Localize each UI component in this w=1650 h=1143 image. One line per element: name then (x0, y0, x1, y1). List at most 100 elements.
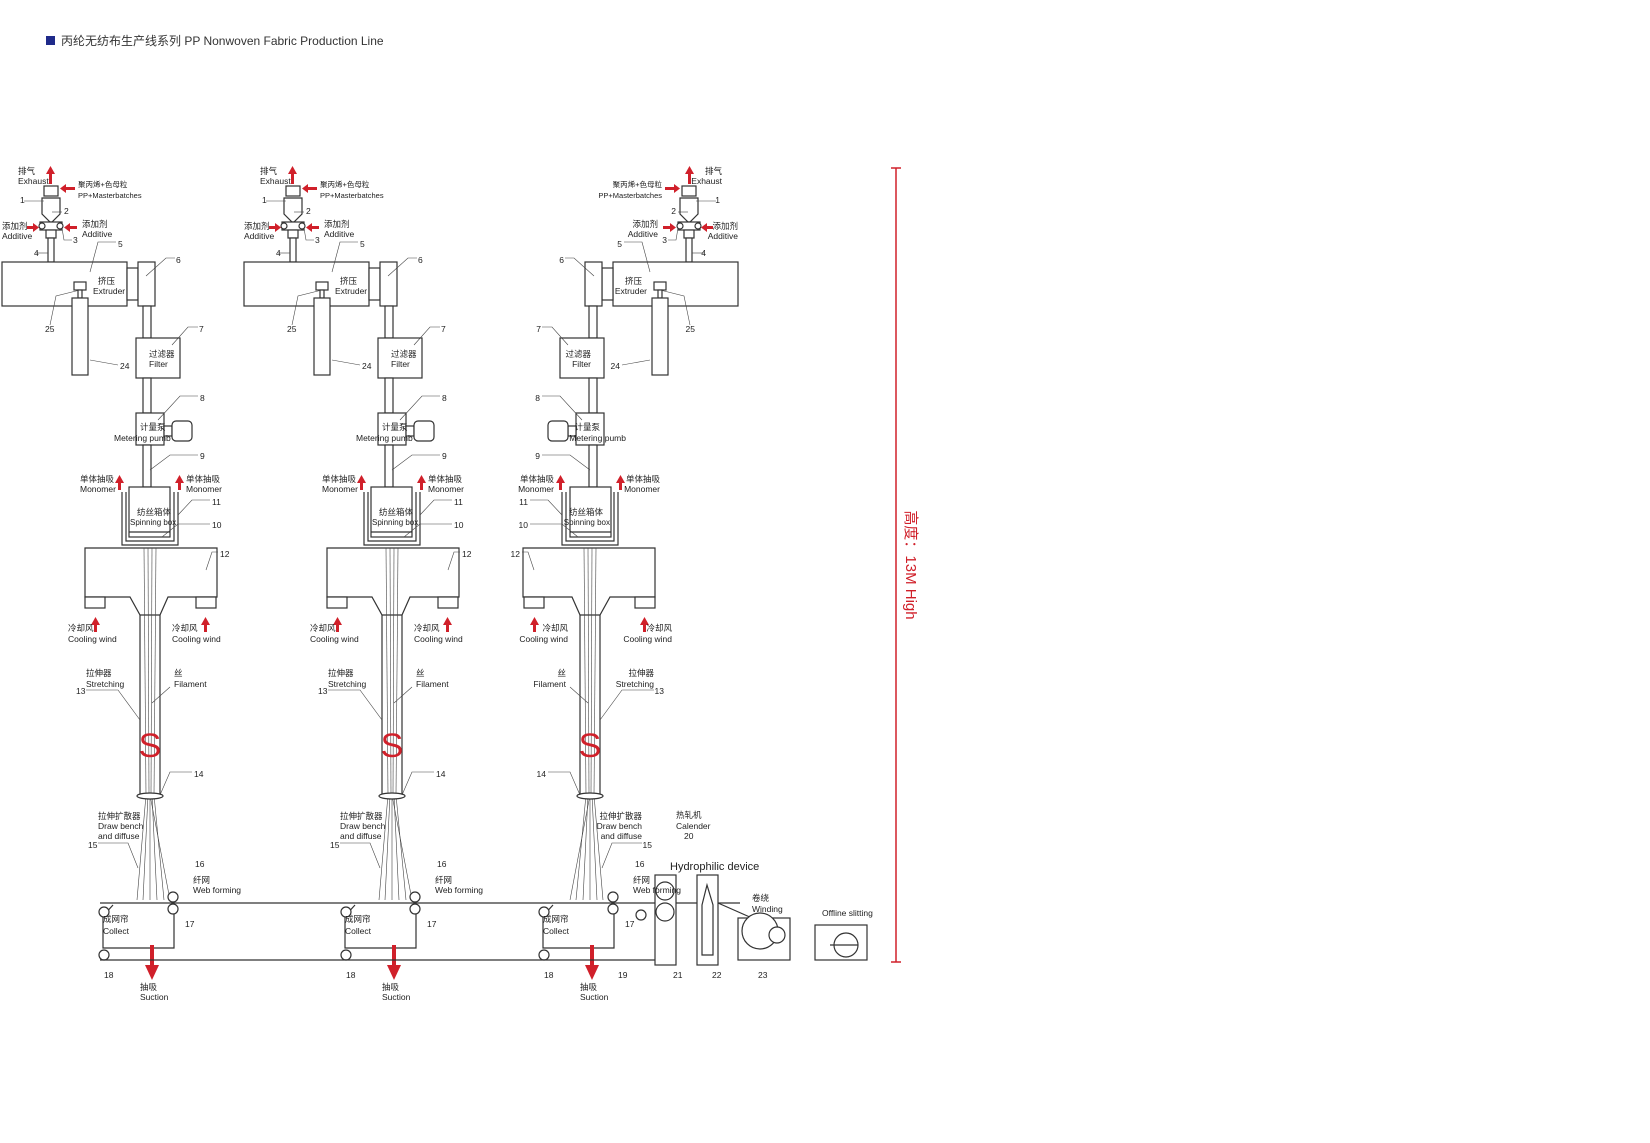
unit-1-number-14: 14 (194, 769, 204, 779)
suction-arrow-icon (150, 945, 154, 967)
unit-3-number-4: 4 (701, 248, 706, 258)
unit-1-number-25: 25 (45, 324, 55, 334)
spinning-unit-1-equipment (1, 166, 218, 901)
unit-3-suction-label-cn: 抽吸 (580, 982, 598, 992)
unit-1-stretching-label: Stretching (86, 679, 125, 689)
roller-17 (409, 903, 421, 915)
number-21: 21 (673, 970, 683, 980)
unit-2-monomer-label: Monomer (322, 484, 358, 494)
roller-16 (409, 891, 421, 903)
unit-2-cooling-label: Cooling wind (310, 634, 359, 644)
unit-1-number-1: 1 (20, 195, 25, 205)
belt-roller (340, 906, 352, 918)
unit-2-additive-label: Additive (324, 229, 355, 239)
unit-2-number-10: 10 (454, 520, 464, 530)
unit-2-filament-label-cn: 丝 (416, 668, 425, 678)
unit-1-additive-label: Additive (2, 231, 33, 241)
unit-2-number-24: 24 (362, 361, 372, 371)
unit-3-material-label-cn: 聚丙烯+色母粒 (613, 179, 663, 189)
number-20: 20 (684, 831, 694, 841)
unit-1-pump-label-cn: 计量泵 (140, 422, 166, 432)
unit-3-collect-label: Collect (543, 926, 570, 936)
header-marker-icon (46, 36, 55, 45)
unit-3-material-label: PP+Masterbatches (598, 191, 662, 200)
unit-1-cooling-label: Cooling wind (68, 634, 117, 644)
unit-3-number-18: 18 (544, 970, 554, 980)
unit-3-collect-label-cn: 成网帘 (543, 914, 569, 924)
calender-roll (655, 881, 675, 901)
unit-3-additive-label: Additive (628, 229, 659, 239)
unit-2-number-18: 18 (346, 970, 356, 980)
unit-1-filter-label: Filter (149, 359, 168, 369)
unit-1-suction-label: Suction (140, 992, 169, 1002)
calender-roll (655, 902, 675, 922)
unit-3-number-7: 7 (536, 324, 541, 334)
unit-2-web-forming-label-cn: 纤网 (435, 875, 452, 885)
unit-3-stretching-label-cn: 拉伸器 (628, 668, 654, 678)
unit-1-monomer-label: Monomer (186, 484, 222, 494)
unit-3-number-11: 11 (519, 497, 528, 507)
suction-arrow-icon (392, 945, 396, 967)
belt-roller (538, 906, 550, 918)
unit-1-filament-label: Filament (174, 679, 207, 689)
unit-3-number-16: 16 (635, 859, 645, 869)
unit-3-number-8: 8 (535, 393, 540, 403)
unit-1-number-8: 8 (200, 393, 205, 403)
unit-1-cooling-label: Cooling wind (172, 634, 221, 644)
winding-label: Winding (752, 904, 783, 914)
unit-3-number-3: 3 (662, 235, 667, 245)
unit-1-number-3: 3 (73, 235, 78, 245)
unit-1-number-9: 9 (200, 451, 205, 461)
unit-3-number-15: 15 (643, 840, 653, 850)
unit-3-number-24: 24 (611, 361, 621, 371)
unit-3-web-forming-label-cn: 纤网 (633, 875, 650, 885)
unit-1-additive-label: Additive (82, 229, 113, 239)
suction-arrow-icon (585, 965, 599, 980)
unit-2-pump-label-cn: 计量泵 (382, 422, 408, 432)
unit-2-number-11: 11 (454, 497, 463, 507)
unit-3-number-12: 12 (511, 549, 521, 559)
unit-2-number-4: 4 (276, 248, 281, 258)
unit-2-spinning-box-label: Spinning box (372, 518, 418, 527)
unit-1-monomer-label-cn: 单体抽吸 (186, 474, 221, 484)
unit-1-monomer-label: Monomer (80, 484, 116, 494)
unit-1-number-24: 24 (120, 361, 130, 371)
unit-1-number-16: 16 (195, 859, 205, 869)
unit-2-material-label: PP+Masterbatches (320, 191, 384, 200)
number-19: 19 (618, 970, 628, 980)
unit-2-number-25: 25 (287, 324, 297, 334)
unit-2-cooling-label: Cooling wind (414, 634, 463, 644)
unit-1-number-11: 11 (212, 497, 221, 507)
page-header: 丙纶无纺布生产线系列 PP Nonwoven Fabric Production… (46, 32, 384, 49)
unit-3-cooling-label-cn: 冷却风 (542, 623, 568, 633)
unit-3-cooling-label-cn: 冷却风 (646, 623, 672, 633)
unit-3-additive-label: Additive (708, 231, 739, 241)
winding-roll-small (768, 926, 786, 944)
hydrophilic-belt (701, 882, 714, 956)
unit-2-exhaust-label-cn: 排气 (260, 166, 278, 176)
unit-1-draw-bench-label: Draw bench (98, 821, 144, 831)
unit-2-draw-bench-label-cn: 拉伸扩散器 (340, 811, 383, 821)
unit-2-number-16: 16 (437, 859, 447, 869)
belt-roller (538, 949, 550, 961)
belt-roller (98, 906, 110, 918)
roller-17 (167, 903, 179, 915)
unit-3-exhaust-label: Exhaust (691, 176, 722, 186)
offline-slitting-label: Offline slitting (822, 908, 873, 918)
unit-1-spinning-box-label: Spinning box (130, 518, 176, 527)
header-title: 丙纶无纺布生产线系列 PP Nonwoven Fabric Production… (61, 34, 384, 48)
unit-3-extruder-label-cn: 挤压 (625, 276, 643, 286)
unit-3-number-9: 9 (535, 451, 540, 461)
unit-1-s-mark: S (139, 727, 162, 765)
web-line (717, 902, 753, 919)
unit-3-number-13: 13 (655, 686, 665, 696)
spinning-unit-3-equipment (522, 166, 739, 901)
unit-2-number-6: 6 (418, 255, 423, 265)
unit-1-number-13: 13 (76, 686, 86, 696)
unit-3-filament-label-cn: 丝 (557, 668, 566, 678)
unit-2-s-mark: S (381, 727, 404, 765)
unit-2-additive-label: Additive (244, 231, 275, 241)
unit-3-cooling-label: Cooling wind (623, 634, 672, 644)
unit-2-monomer-label-cn: 单体抽吸 (322, 474, 357, 484)
number-23: 23 (758, 970, 768, 980)
